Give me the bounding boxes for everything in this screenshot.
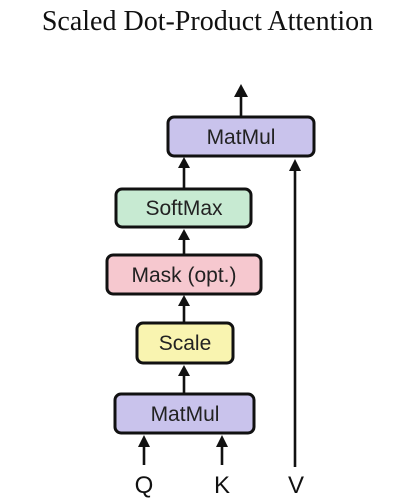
input-k-label: K [214,472,230,499]
softmax-box [114,187,253,229]
softmax-block: SoftMax [114,187,253,229]
matmul-top-block: MatMul [166,115,316,158]
input-q-label: Q [135,472,154,499]
arrow-v-head [289,159,301,171]
arrow-matmul-to-scale-head [178,365,190,376]
scale-block: Scale [135,321,235,365]
matmul-bottom-label: MatMul [151,403,220,426]
arrows [138,84,301,467]
mask-label: Mask (opt.) [131,264,236,287]
mask-box [105,253,263,296]
mask-block: Mask (opt.) [105,253,263,296]
scale-label: Scale [159,332,212,355]
scale-box [135,321,235,365]
matmul-top-box [166,115,316,158]
matmul-bottom-block: MatMul [113,392,256,435]
arrow-softmax-to-matmul-head [178,157,190,168]
arrow-q-head [138,435,150,447]
arrow-scale-to-mask-head [178,295,190,306]
diagram-title: Scaled Dot-Product Attention [41,6,374,37]
arrow-k-head [216,435,228,447]
input-v-label: V [288,472,304,499]
matmul-top-label: MatMul [207,126,276,149]
softmax-label: SoftMax [145,197,223,220]
arrow-mask-to-softmax-head [178,229,190,240]
matmul-bottom-box [113,392,256,435]
arrow-output-head [234,84,248,97]
inputs: Q K V [135,472,304,499]
